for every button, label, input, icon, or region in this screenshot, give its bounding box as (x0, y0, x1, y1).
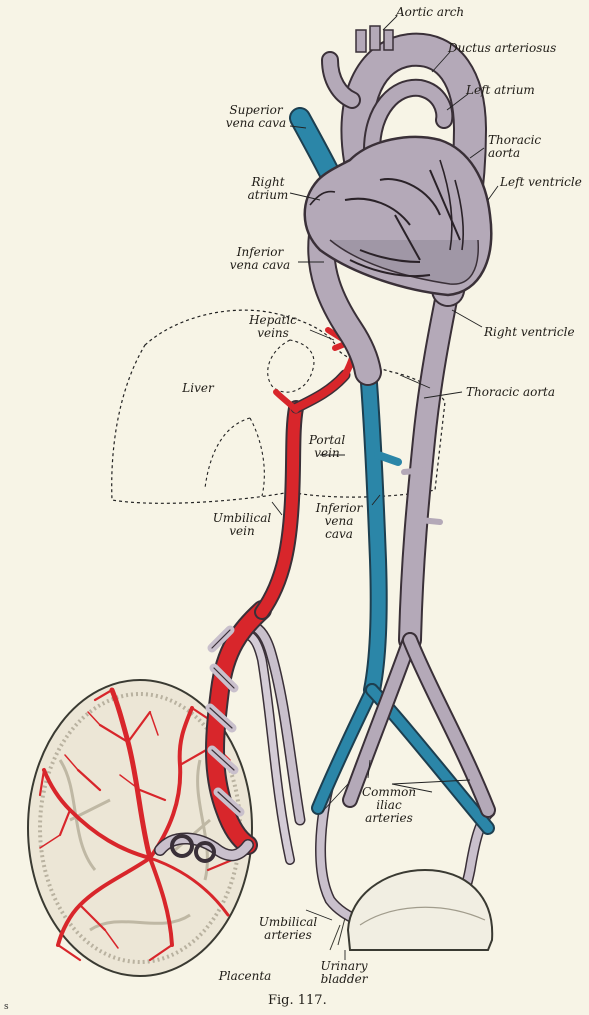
label-common-iliac-arteries: Common iliac arteries (354, 786, 424, 825)
arch-vessels (356, 26, 393, 52)
label-superior-vena-cava: Superior vena cava (218, 104, 294, 130)
label-thoracic-aorta-upper: Thoracic aorta (488, 134, 541, 160)
liver-lobe-line (205, 418, 264, 496)
page-mark: s (4, 1002, 9, 1012)
label-left-atrium: Left atrium (466, 84, 535, 97)
label-urinary-bladder: Urinary bladder (308, 960, 380, 986)
label-right-atrium: Right atrium (240, 176, 296, 202)
label-liver: Liver (178, 382, 218, 395)
label-umbilical-arteries: Umbilical arteries (248, 916, 328, 942)
label-ductus-arteriosus: Ductus arteriosus (448, 42, 556, 55)
label-placenta: Placenta (210, 970, 280, 983)
label-inferior-vena-cava-lower: Inferior vena cava (306, 502, 372, 541)
label-inferior-vena-cava-upper: Inferior vena cava (222, 246, 298, 272)
figure-caption: Fig. 117. (268, 993, 327, 1008)
label-thoracic-aorta-lower: Thoracic aorta (466, 386, 555, 399)
label-aortic-arch: Aortic arch (396, 6, 464, 19)
label-umbilical-vein: Umbilical vein (204, 512, 280, 538)
label-right-ventricle: Right ventricle (484, 326, 575, 339)
bladder-shape (330, 870, 492, 950)
portal-dashed-loop (268, 340, 314, 392)
label-left-ventricle: Left ventricle (500, 176, 582, 189)
label-portal-vein: Portal vein (302, 434, 352, 460)
umbilical-vein-path (262, 330, 356, 612)
label-hepatic-veins: Hepatic veins (240, 314, 306, 340)
superior-vena-cava-path (300, 118, 332, 178)
